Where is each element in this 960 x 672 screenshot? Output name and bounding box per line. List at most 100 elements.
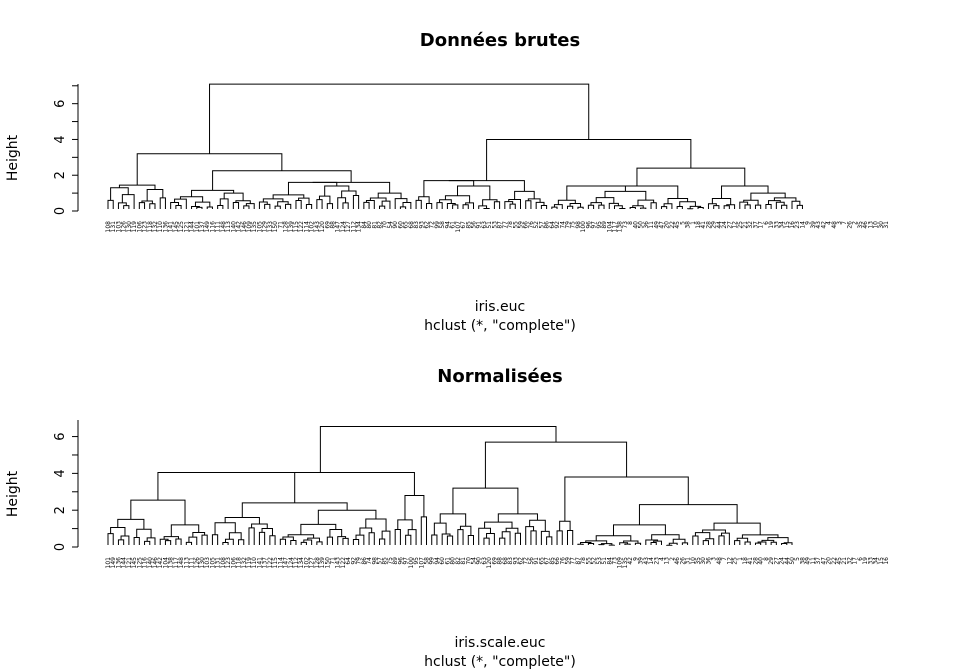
dendrogram-link <box>672 538 686 544</box>
dendrogram-link <box>248 527 255 545</box>
dendrogram-link <box>359 527 373 536</box>
leaf-label: 15 <box>878 557 885 565</box>
leaf-label: 5 <box>794 557 801 561</box>
leaf-label: 87 <box>575 557 582 565</box>
leaf-label: 20 <box>826 557 833 565</box>
dendrogram-link <box>483 537 490 545</box>
leaf-label: 5 <box>679 221 686 225</box>
leaf-label: 108 <box>220 557 227 569</box>
leaf-label: 93 <box>512 557 519 565</box>
dendrogram-link <box>529 519 546 532</box>
leaf-label: 94 <box>434 557 441 565</box>
dendrogram-link <box>352 539 360 545</box>
leaf-label: 56 <box>528 557 535 565</box>
leaf-label: 33 <box>867 557 874 565</box>
leaf-label: 12 <box>732 221 739 229</box>
leaf-label: 41 <box>700 221 707 229</box>
dendrogram-link <box>185 541 193 545</box>
dendrogram-link <box>587 543 595 545</box>
dendrogram-link <box>319 425 557 473</box>
leaf-label: 77 <box>502 221 509 229</box>
leaf-label: 56 <box>471 221 478 229</box>
leaf-label: 51 <box>486 221 493 229</box>
leaf-label: 121 <box>183 221 190 233</box>
leaf-label: 46 <box>862 221 869 229</box>
leaf-label: 38 <box>685 221 692 229</box>
dendrogram-link <box>645 539 659 545</box>
leaf-label: 32 <box>747 221 754 229</box>
dendrogram-link <box>514 190 535 200</box>
dendrogram-link <box>501 531 511 545</box>
leaf-label: 75 <box>570 221 577 229</box>
leaf-label: 110 <box>251 557 258 569</box>
leaf-label: 52 <box>533 221 540 229</box>
leaf-label: 136 <box>115 557 122 569</box>
dendrogram-link <box>136 153 283 186</box>
dendrogram-link <box>514 532 521 545</box>
leaf-label: 59 <box>517 221 524 229</box>
dendrogram-link <box>634 542 642 545</box>
dendrogram-link <box>566 205 574 209</box>
leaf-label: 119 <box>131 221 138 233</box>
dendrogram-link <box>707 203 717 209</box>
leaf-label: 116 <box>209 221 216 233</box>
leaf-label: 48 <box>716 557 723 565</box>
leaf-label: 132 <box>241 557 248 569</box>
leaf-label: 105 <box>209 557 216 569</box>
leaf-label: 58 <box>439 221 446 229</box>
x-axis-label-1: iris.euc <box>475 299 525 315</box>
leaf-label: 107 <box>418 557 425 569</box>
dendrogram-link <box>368 532 375 545</box>
dendrogram-link <box>559 520 571 531</box>
dendrogram-link <box>123 205 130 209</box>
dendrogram-link <box>577 543 584 545</box>
leaf-label: 49 <box>653 221 660 229</box>
leaf-label: 18 <box>742 557 749 565</box>
dendrogram-link <box>718 535 725 545</box>
dendrogram-link <box>448 180 525 192</box>
leaf-label: 30 <box>878 221 885 229</box>
dendrogram-link <box>613 524 666 536</box>
dendrogram-link <box>770 541 777 545</box>
leaf-label: 45 <box>836 557 843 565</box>
leaf-label: 49 <box>805 557 812 565</box>
dendrogram-link <box>303 539 313 545</box>
leaf-label: 106 <box>136 221 143 233</box>
leaf-label: 61 <box>444 557 451 565</box>
leaf-label: 119 <box>246 557 253 569</box>
leaf-label: 86 <box>361 557 368 565</box>
chart-subtitle-1: hclust (*, "complete") <box>424 318 576 334</box>
dendrogram-link <box>175 538 182 545</box>
dendrogram-link <box>175 204 182 209</box>
leaf-label: 103 <box>115 221 122 233</box>
dendrogram-link <box>604 190 647 201</box>
dendrogram-link <box>557 199 576 205</box>
leaf-label: 106 <box>230 557 237 569</box>
dendrogram-link <box>298 197 310 205</box>
leaf-label: 20 <box>664 221 671 229</box>
dendrogram-link <box>405 534 412 545</box>
leaf-label: 43 <box>643 557 650 565</box>
leaf-label: 72 <box>429 221 436 229</box>
dendrogram-link <box>587 204 595 209</box>
dendrogram-link <box>163 536 179 540</box>
leaf-label: 64 <box>549 221 556 229</box>
leaf-label: 22 <box>831 557 838 565</box>
dendrogram-link <box>402 202 412 209</box>
leaf-label: 2 <box>852 221 859 225</box>
dendrogram-link <box>415 199 422 209</box>
leaf-label: 33 <box>773 221 780 229</box>
leaf-label: 150 <box>324 557 331 569</box>
dendrogram-link <box>446 535 454 545</box>
dendrogram-link <box>157 471 296 503</box>
leaf-label: 8 <box>627 221 634 225</box>
leaf-label: 131 <box>215 557 222 569</box>
dendrogram-link <box>149 203 156 209</box>
leaf-label: 42 <box>627 557 634 565</box>
leaf-label: 115 <box>293 221 300 233</box>
leaf-label: 104 <box>162 557 169 569</box>
dendrogram-link <box>138 202 146 209</box>
dendrogram-link <box>754 204 762 209</box>
x-axis-label-2: iris.scale.euc <box>455 635 546 651</box>
